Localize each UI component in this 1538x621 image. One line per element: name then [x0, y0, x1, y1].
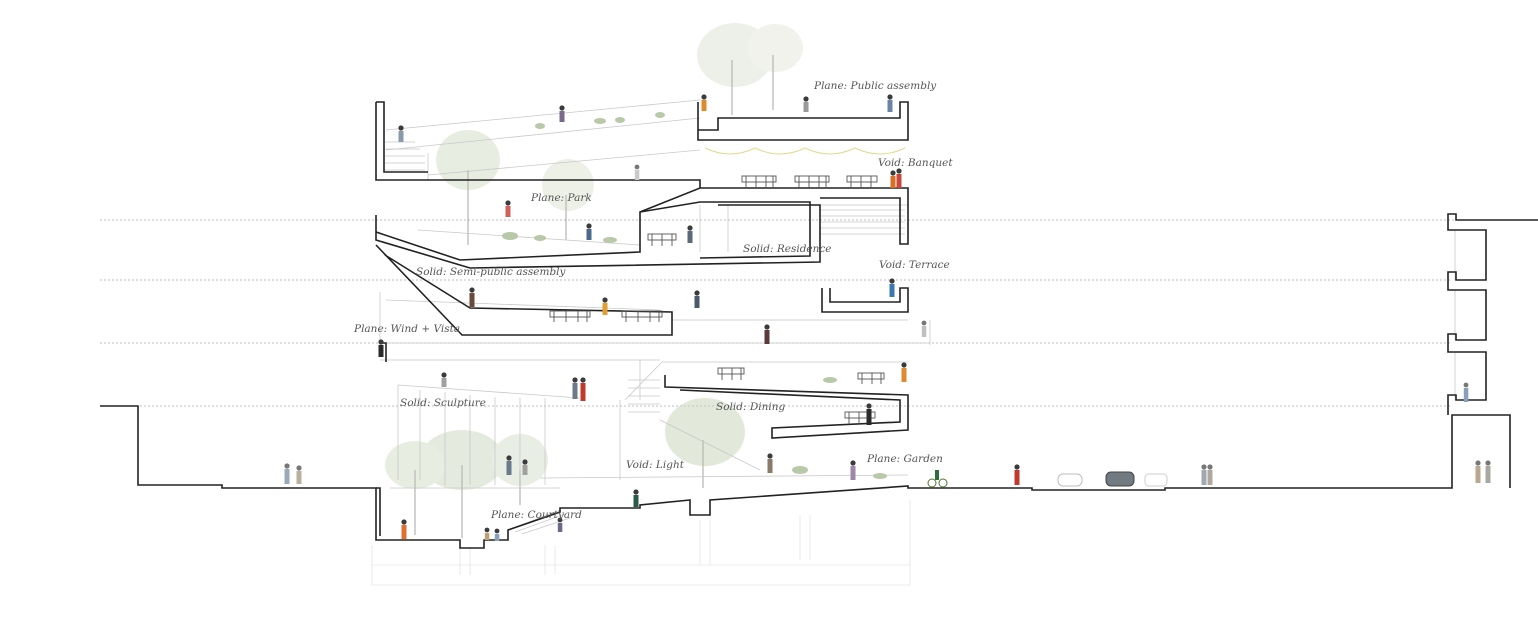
person-icon [378, 339, 384, 357]
person-icon [484, 527, 490, 540]
person-icon [921, 320, 927, 337]
dining-table-icon [647, 233, 677, 246]
building-structure [100, 101, 1538, 549]
person-icon [896, 168, 902, 188]
person-icon [505, 200, 511, 217]
person-icon [401, 519, 407, 539]
person-icon [494, 528, 500, 541]
label-banquet: Void: Banquet [878, 157, 953, 169]
label-wind-vista: Plane: Wind + Vista [353, 323, 460, 335]
person-icon [803, 96, 809, 112]
person-icon [1475, 460, 1481, 483]
person-icon [1463, 382, 1469, 402]
tree-icon [747, 24, 803, 110]
person-icon [887, 94, 893, 112]
person-icon [633, 489, 639, 507]
label-light: Void: Light [626, 459, 685, 471]
person-icon [586, 223, 592, 240]
person-icon [559, 105, 565, 122]
person-icon [1014, 464, 1020, 485]
dining-table-icon [621, 310, 663, 322]
person-icon [398, 125, 404, 142]
label-dining: Solid: Dining [716, 401, 785, 413]
person-icon [506, 455, 512, 475]
person-icon [557, 517, 563, 532]
tree-icon [542, 159, 594, 240]
tree-icon [665, 398, 745, 488]
level-lines [100, 219, 1538, 407]
label-park: Plane: Park [530, 192, 592, 204]
person-icon [764, 324, 770, 344]
dining-table-icon [794, 175, 830, 188]
person-icon [866, 403, 872, 425]
shrubs [502, 112, 887, 479]
car-icon [1144, 473, 1168, 487]
person-icon [850, 460, 856, 480]
person-icon [1485, 460, 1491, 483]
tree-icon [436, 130, 500, 245]
secondary-lines [371, 99, 1456, 586]
dining-table-icon [857, 372, 885, 384]
label-sculpture: Solid: Sculpture [400, 397, 486, 409]
person-icon [901, 362, 907, 382]
dining-table-icon [717, 367, 745, 380]
background-trees [385, 23, 803, 538]
person-icon [469, 287, 475, 307]
person-icon [890, 170, 896, 188]
person-icon [441, 372, 447, 387]
dining-table-icon [846, 175, 878, 188]
person-icon [1201, 464, 1207, 485]
car-icon [1057, 473, 1083, 487]
person-icon [522, 459, 528, 475]
car-icon [1105, 471, 1135, 487]
bicycle-icon [927, 470, 948, 488]
person-icon [296, 465, 302, 484]
banquet-tables [549, 175, 885, 424]
person-icon [767, 453, 773, 473]
person-icon [634, 164, 640, 180]
label-residence: Solid: Residence [743, 243, 832, 255]
labels: Plane: Public assembly Void: Banquet Pla… [353, 80, 953, 521]
person-icon [602, 297, 608, 315]
person-icon [580, 377, 586, 401]
person-icon [889, 278, 895, 297]
person-icon [284, 463, 290, 484]
person-icon [572, 377, 578, 399]
tree-icon [385, 441, 445, 535]
dining-table-icon [741, 175, 777, 188]
label-public-assembly: Plane: Public assembly [813, 80, 937, 92]
person-icon [694, 290, 700, 308]
dining-table-icon [549, 310, 591, 322]
person-icon [1207, 464, 1213, 485]
person-icon [687, 225, 693, 243]
label-garden: Plane: Garden [866, 453, 943, 465]
label-semi-public-assembly: Solid: Semi-public assembly [416, 266, 567, 278]
label-terrace: Void: Terrace [879, 259, 950, 271]
label-courtyard: Plane: Courtyard [490, 509, 582, 521]
people [284, 94, 1491, 541]
person-icon [701, 94, 707, 111]
